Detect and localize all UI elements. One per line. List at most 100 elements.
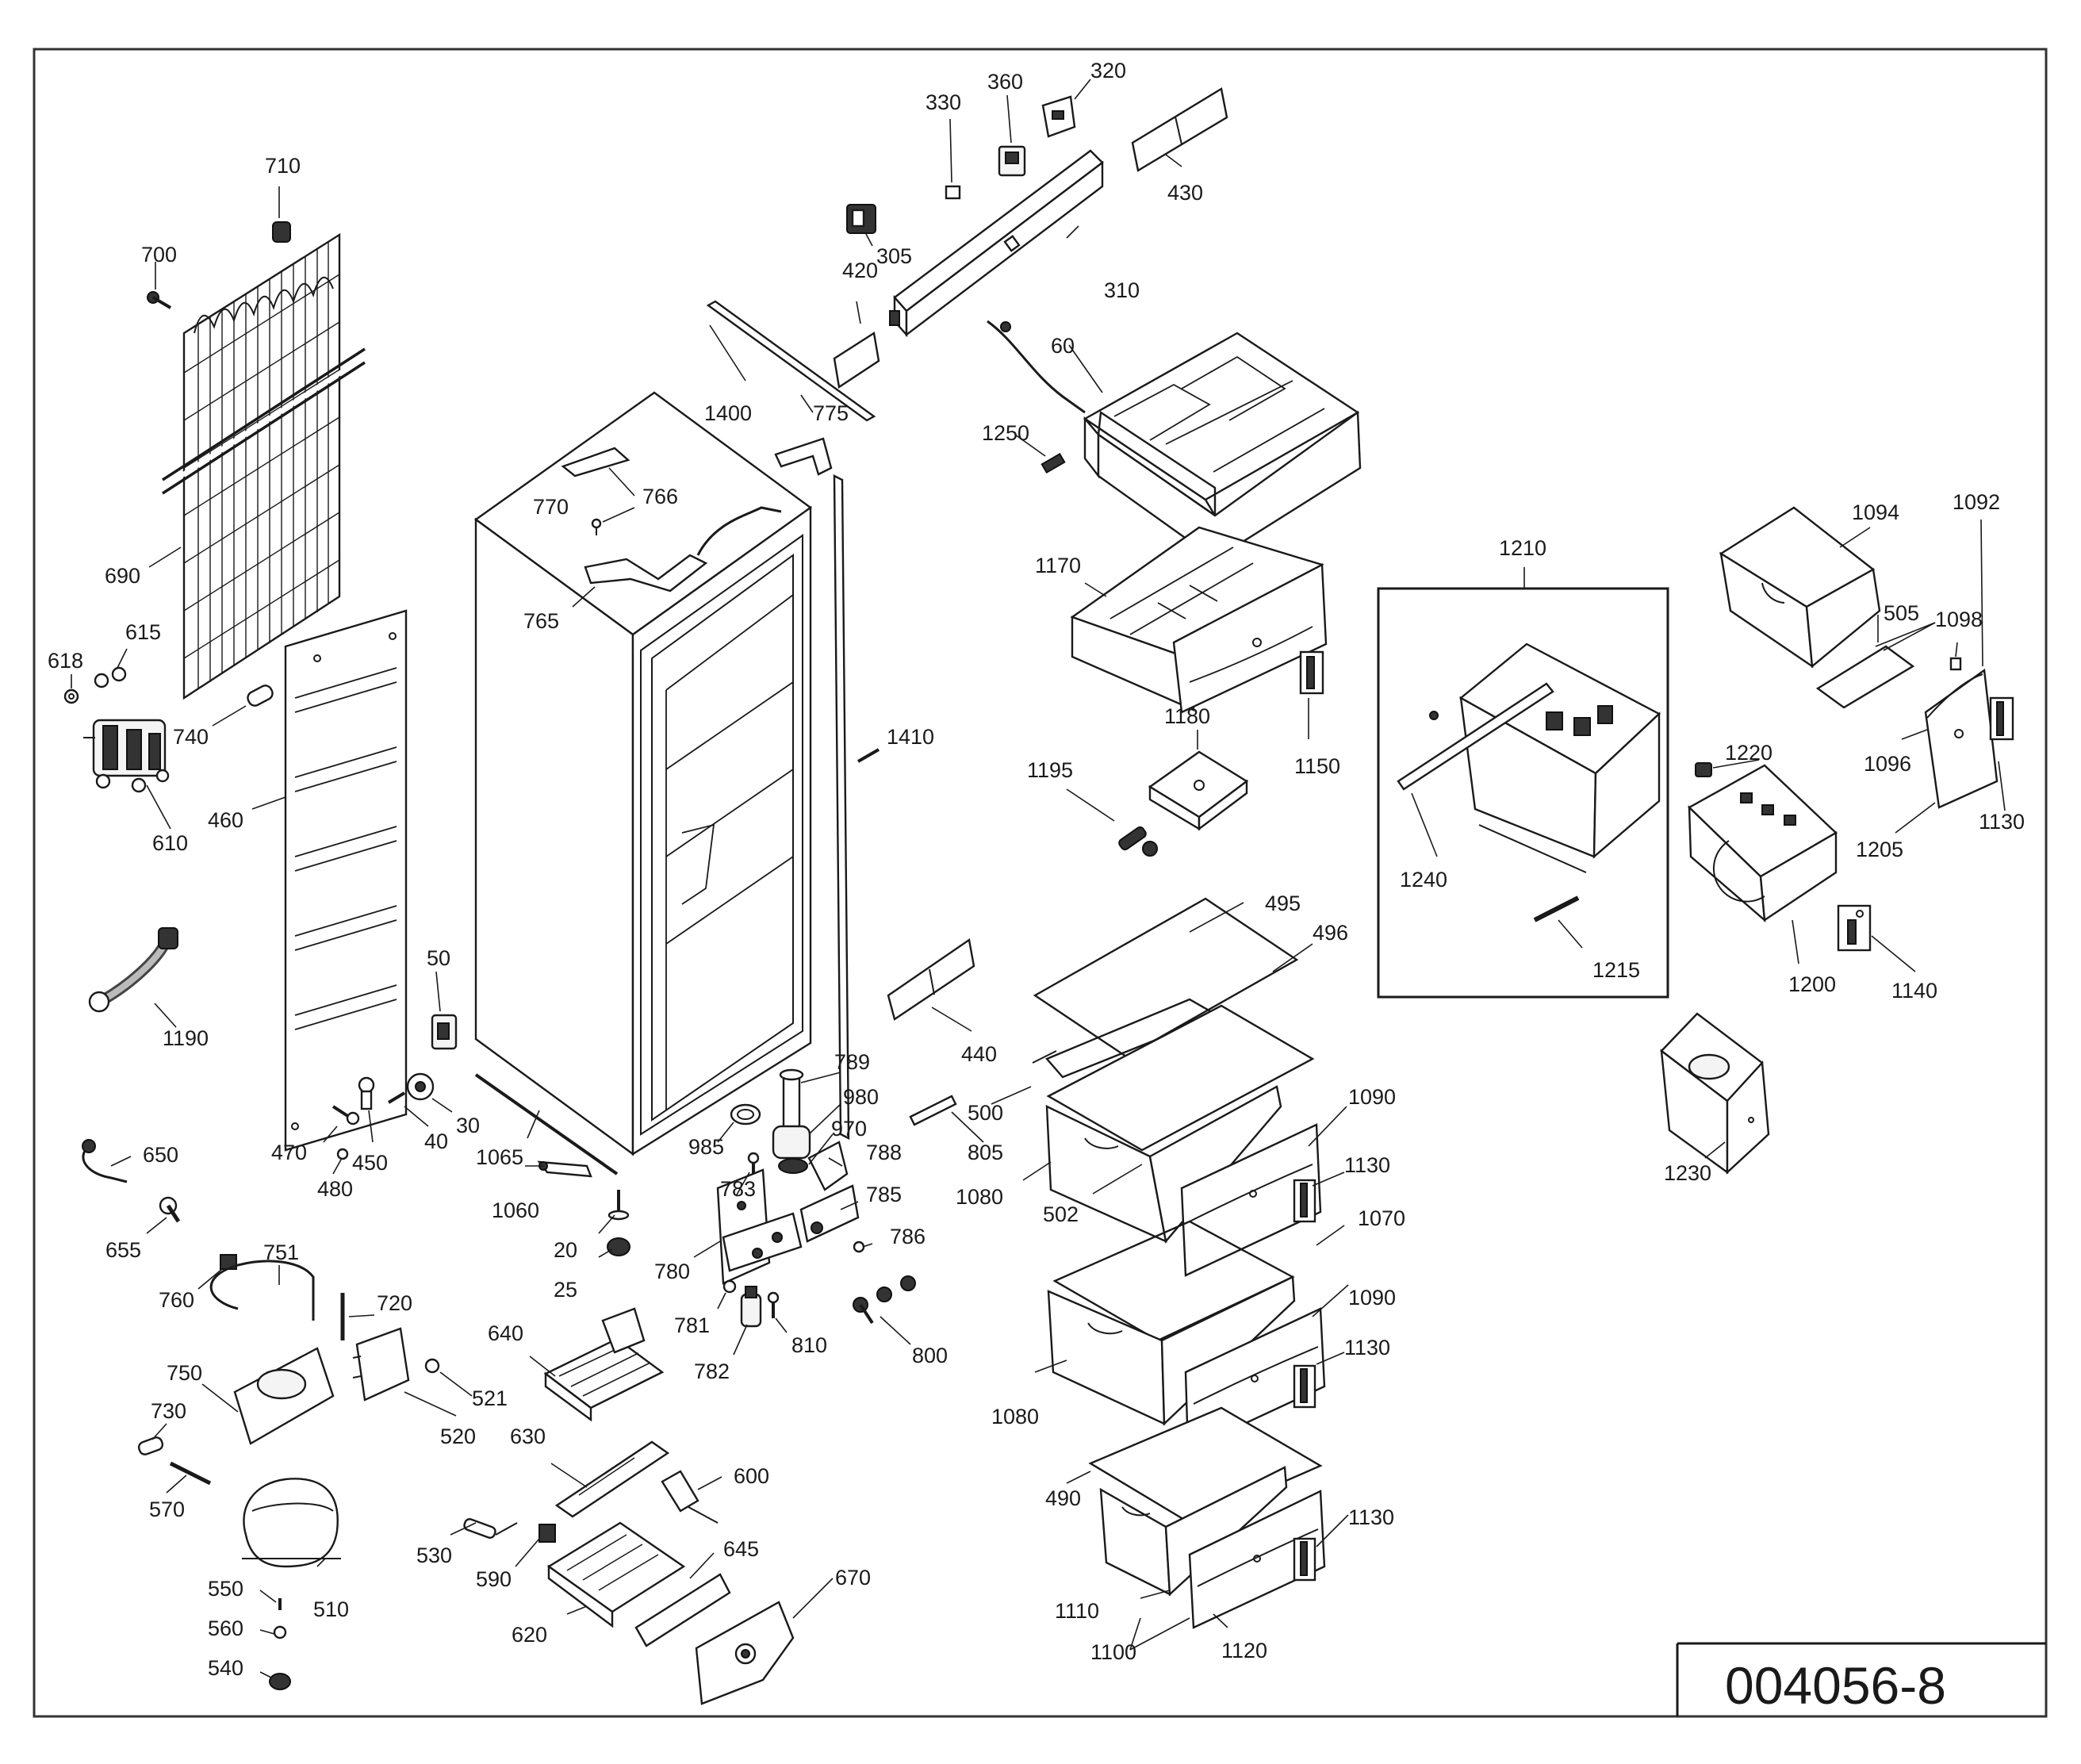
callout-530: 530 <box>416 1544 452 1567</box>
callout-1060: 1060 <box>492 1198 539 1222</box>
callout-765: 765 <box>523 609 559 633</box>
callout-1065: 1065 <box>476 1145 523 1169</box>
hinge-785 <box>799 1184 860 1243</box>
relay-520 <box>352 1327 410 1402</box>
callout-780: 780 <box>654 1260 690 1283</box>
callout-1250: 1250 <box>982 421 1029 445</box>
callout-521: 521 <box>472 1386 508 1410</box>
icemaker-inset-box <box>1377 587 1669 999</box>
callout-1090a: 1090 <box>1348 1085 1396 1109</box>
callout-490: 490 <box>1045 1486 1081 1510</box>
strip-1065 <box>474 1073 619 1175</box>
nut-781 <box>722 1279 737 1294</box>
callout-775: 775 <box>813 401 849 425</box>
callout-60: 60 <box>1051 334 1075 358</box>
cap-25 <box>607 1237 630 1256</box>
callout-1098: 1098 <box>1935 608 1983 631</box>
callout-610: 610 <box>152 831 188 855</box>
glass-shelf-495 <box>1033 897 1299 1058</box>
diagram-frame <box>33 48 2048 1718</box>
rail-645 <box>634 1573 731 1647</box>
gasket-1410 <box>833 474 850 1140</box>
callout-1410: 1410 <box>887 725 934 749</box>
screw-700 <box>147 291 172 309</box>
callout-970: 970 <box>831 1117 867 1141</box>
bracket-50 <box>431 1014 458 1050</box>
washer-560 <box>273 1625 287 1639</box>
callout-980: 980 <box>843 1085 879 1109</box>
callout-20: 20 <box>554 1238 577 1262</box>
label-1130-upper <box>1293 1179 1316 1223</box>
condenser-690 <box>161 232 366 700</box>
bracket-600 <box>661 1470 719 1524</box>
callout-615: 615 <box>125 620 161 644</box>
callout-740: 740 <box>173 725 209 749</box>
callout-1110: 1110 <box>1055 1599 1099 1623</box>
callout-805: 805 <box>968 1141 1003 1164</box>
callout-782: 782 <box>694 1359 730 1383</box>
callout-1180: 1180 <box>1164 704 1210 728</box>
callout-690: 690 <box>105 564 140 588</box>
callout-420: 420 <box>842 259 878 282</box>
callout-1230: 1230 <box>1664 1161 1711 1185</box>
callout-1195: 1195 <box>1027 758 1073 782</box>
screw-766 <box>591 518 602 535</box>
valve-assembly-610 <box>83 719 170 793</box>
pipe-570 <box>169 1461 212 1486</box>
label-1130-lower <box>1293 1364 1316 1409</box>
callout-700: 700 <box>141 243 177 267</box>
callout-360: 360 <box>987 70 1023 94</box>
callout-1210: 1210 <box>1499 536 1546 560</box>
callout-480: 480 <box>317 1177 353 1201</box>
callout-460: 460 <box>208 808 243 832</box>
callout-766: 766 <box>642 485 678 508</box>
callout-310: 310 <box>1104 278 1140 302</box>
callout-450: 450 <box>352 1151 388 1175</box>
callout-781: 781 <box>674 1313 710 1337</box>
callout-510: 510 <box>313 1597 349 1621</box>
control-housing-310 <box>889 149 1104 338</box>
pin-40 <box>387 1091 406 1104</box>
callout-590: 590 <box>476 1567 512 1591</box>
part-590 <box>538 1524 556 1543</box>
callout-1094: 1094 <box>1852 500 1899 524</box>
callout-1140: 1140 <box>1891 979 1937 1003</box>
callout-1130c: 1130 <box>1348 1505 1394 1529</box>
callout-1080b: 1080 <box>991 1405 1039 1428</box>
callout-1205: 1205 <box>1856 838 1903 861</box>
tray-60 <box>987 320 1362 561</box>
shelf-500 <box>1046 1004 1315 1152</box>
callout-1150: 1150 <box>1294 754 1340 778</box>
callout-330: 330 <box>926 90 961 114</box>
callout-1170: 1170 <box>1035 554 1081 577</box>
dispenser-1230 <box>1660 1012 1770 1175</box>
bracket-1400 <box>774 437 833 476</box>
screw-810 <box>767 1291 780 1318</box>
callout-1092: 1092 <box>1953 490 2000 514</box>
callout-560: 560 <box>208 1616 243 1640</box>
hinge-1060 <box>537 1160 592 1178</box>
callout-670: 670 <box>835 1566 871 1590</box>
label-1130-top <box>1989 696 2014 741</box>
cap-786 <box>853 1241 865 1253</box>
callout-710: 710 <box>265 154 301 178</box>
switch-305 <box>846 204 876 234</box>
callout-751: 751 <box>263 1241 299 1264</box>
callout-600: 600 <box>734 1464 769 1488</box>
callout-550: 550 <box>208 1577 243 1601</box>
callout-810: 810 <box>791 1333 827 1357</box>
clip-615 <box>94 666 127 688</box>
connector-1250 <box>1040 452 1066 474</box>
callout-540: 540 <box>208 1656 243 1680</box>
grommet-540 <box>269 1673 291 1690</box>
foot-20 <box>607 1190 630 1221</box>
sleeve-730 <box>137 1436 164 1455</box>
callout-1090b: 1090 <box>1348 1286 1396 1310</box>
callout-502: 502 <box>1043 1202 1079 1226</box>
callout-320: 320 <box>1090 59 1126 82</box>
bushing-980 <box>772 1125 811 1160</box>
callout-470: 470 <box>271 1141 307 1164</box>
callout-789: 789 <box>834 1050 870 1074</box>
callout-750: 750 <box>167 1361 202 1385</box>
